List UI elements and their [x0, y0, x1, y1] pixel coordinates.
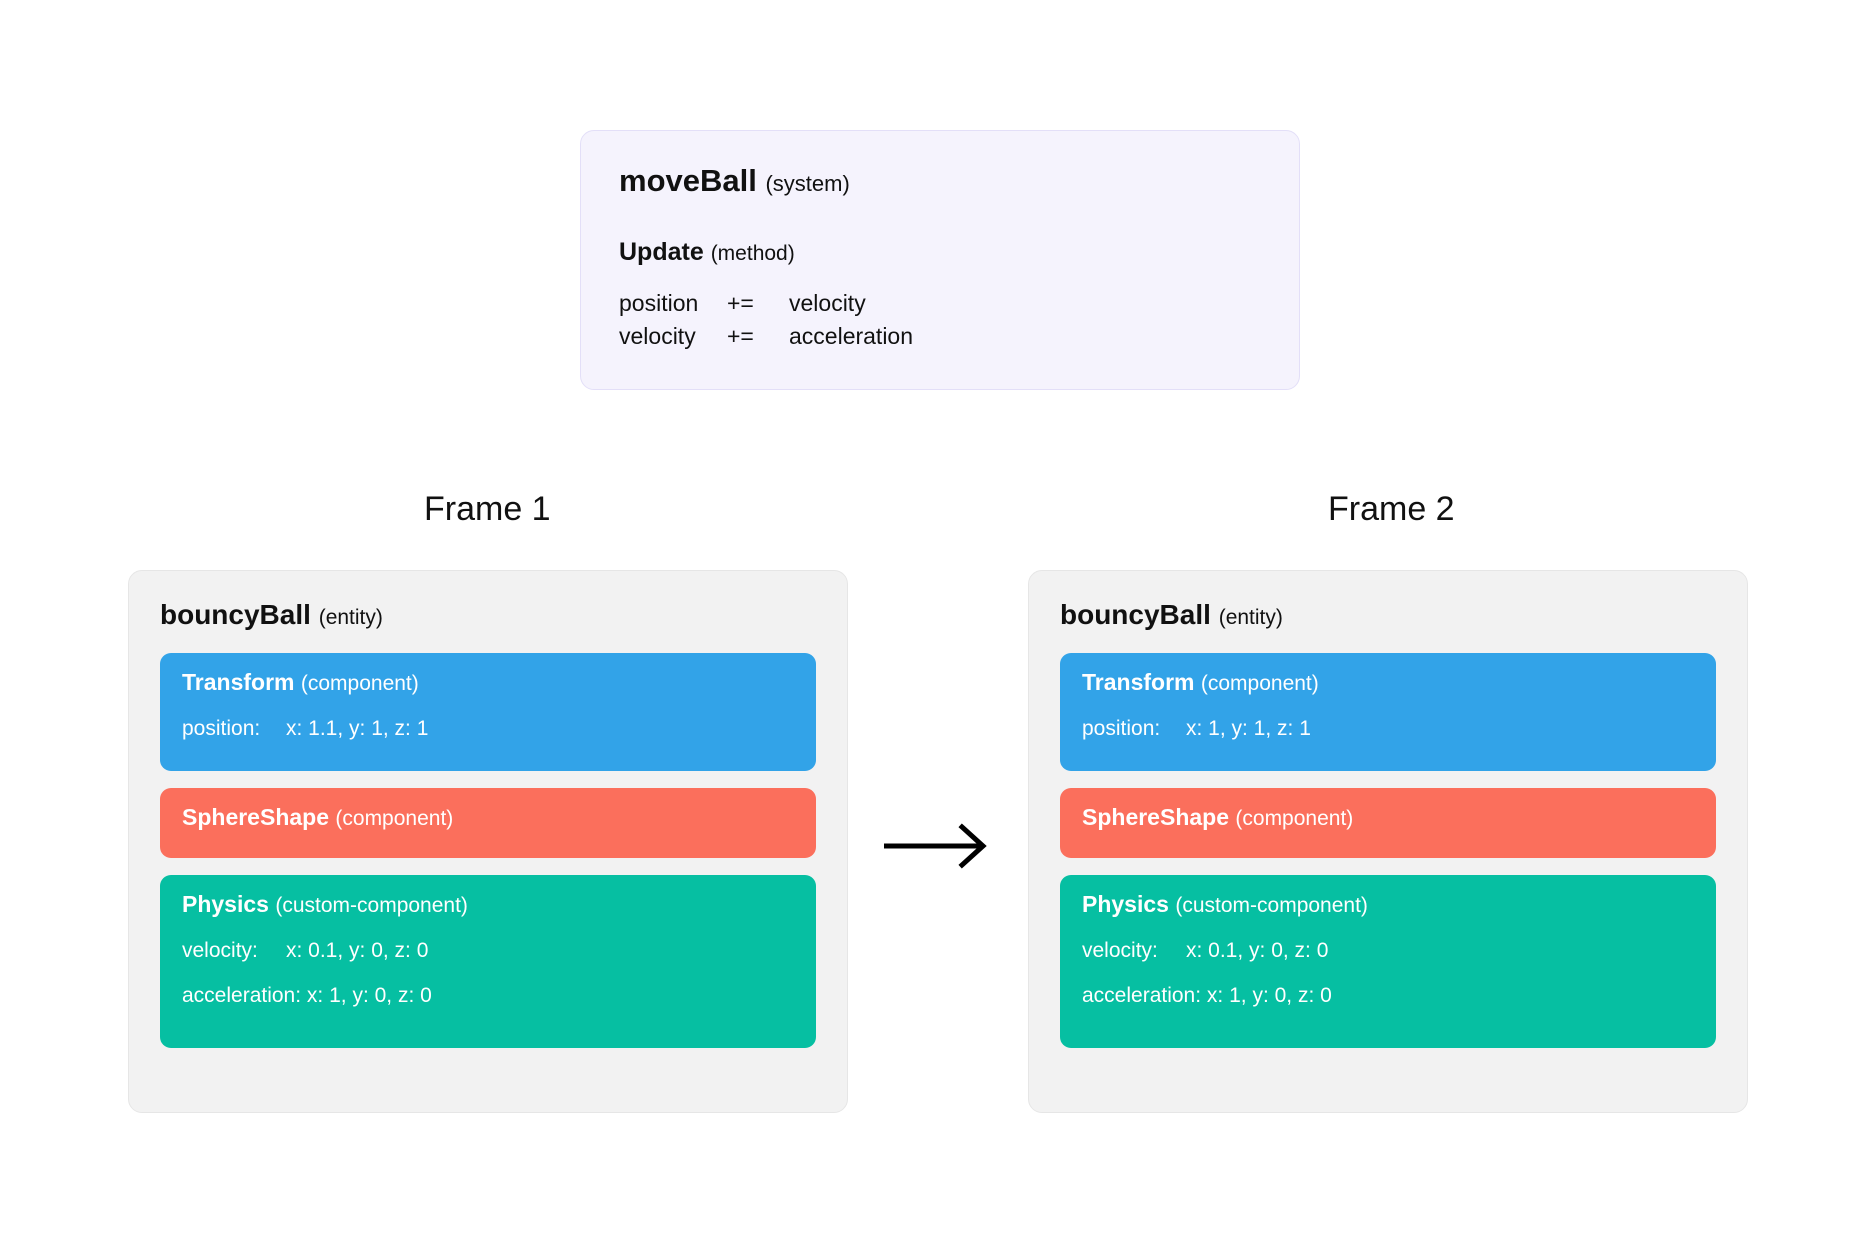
- component-name: Transform: [182, 669, 295, 695]
- field-label: velocity:: [1082, 939, 1158, 962]
- component-title: Transform (component): [1082, 669, 1694, 695]
- component-physics: Physics (custom-component) velocity: x: 0…: [160, 875, 816, 1048]
- entity-name: bouncyBall: [160, 599, 311, 630]
- component-kind: (component): [300, 672, 419, 695]
- method-body: position += velocity velocity += acceler…: [619, 289, 1261, 351]
- operation-lhs: velocity: [619, 323, 696, 349]
- component-kind: (component): [335, 807, 454, 830]
- component-kind: (custom-component): [275, 894, 468, 917]
- operation-lhs: position: [619, 290, 699, 316]
- component-physics: Physics (custom-component) velocity: x: 0…: [1060, 875, 1716, 1048]
- system-kind: (system): [765, 171, 850, 196]
- component-name: Physics: [1082, 891, 1169, 917]
- field-value: x: 1, y: 1, z: 1: [1186, 717, 1311, 740]
- field-value: x: 1, y: 0, z: 0: [1206, 984, 1332, 1007]
- field-label: position:: [1082, 717, 1161, 740]
- field-label: acceleration:: [1082, 984, 1202, 1007]
- field-label: acceleration:: [182, 984, 302, 1007]
- system-name: moveBall: [619, 163, 757, 198]
- component-name: Transform: [1082, 669, 1195, 695]
- field-value: x: 1, y: 0, z: 0: [306, 984, 432, 1007]
- entity-name: bouncyBall: [1060, 599, 1211, 630]
- operation-operator: +=: [727, 323, 754, 349]
- entity-card-frame1: bouncyBall (entity) Transform (component…: [128, 570, 848, 1113]
- component-transform: Transform (component) position: x: 1.1, y…: [160, 653, 816, 771]
- operation-rhs: velocity: [789, 290, 866, 316]
- arrow-right-icon: [884, 823, 987, 869]
- component-title: SphereShape (component): [1082, 804, 1694, 830]
- component-field-position: position: x: 1, y: 1, z: 1: [1082, 718, 1694, 739]
- method-name: Update: [619, 238, 704, 266]
- component-title: Physics (custom-component): [182, 891, 794, 917]
- component-name: SphereShape: [182, 804, 329, 830]
- entity-title: bouncyBall (entity): [160, 601, 816, 629]
- field-label: velocity:: [182, 939, 258, 962]
- entity-kind: (entity): [1218, 606, 1283, 629]
- operation-rhs: acceleration: [789, 323, 914, 349]
- component-field-position: position: x: 1.1, y: 1, z: 1: [182, 718, 794, 739]
- system-panel: moveBall (system) Update (method) positi…: [580, 130, 1300, 390]
- component-sphereshape: SphereShape (component): [1060, 788, 1716, 858]
- entity-title: bouncyBall (entity): [1060, 601, 1716, 629]
- entity-card-frame2: bouncyBall (entity) Transform (component…: [1028, 570, 1748, 1113]
- component-transform: Transform (component) position: x: 1, y: …: [1060, 653, 1716, 771]
- entity-kind: (entity): [318, 606, 383, 629]
- component-field-acceleration: acceleration: x: 1, y: 0, z: 0: [1082, 985, 1694, 1006]
- component-title: Transform (component): [182, 669, 794, 695]
- component-field-velocity: velocity: x: 0.1, y: 0, z: 0: [182, 940, 794, 961]
- component-name: Physics: [182, 891, 269, 917]
- component-sphereshape: SphereShape (component): [160, 788, 816, 858]
- component-name: SphereShape: [1082, 804, 1229, 830]
- component-field-acceleration: acceleration: x: 1, y: 0, z: 0: [182, 985, 794, 1006]
- field-value: x: 0.1, y: 0, z: 0: [286, 939, 429, 962]
- component-kind: (component): [1235, 807, 1354, 830]
- frame-label-2: Frame 2: [1328, 490, 1455, 528]
- field-value: x: 0.1, y: 0, z: 0: [1186, 939, 1329, 962]
- method-kind: (method): [710, 242, 795, 265]
- system-title: moveBall (system): [619, 165, 1261, 196]
- method-title: Update (method): [619, 240, 1261, 265]
- operation-operator: +=: [727, 290, 754, 316]
- component-kind: (custom-component): [1175, 894, 1368, 917]
- frame-label-1: Frame 1: [424, 490, 551, 528]
- field-label: position:: [182, 717, 261, 740]
- component-field-velocity: velocity: x: 0.1, y: 0, z: 0: [1082, 940, 1694, 961]
- component-title: SphereShape (component): [182, 804, 794, 830]
- component-kind: (component): [1200, 672, 1319, 695]
- component-title: Physics (custom-component): [1082, 891, 1694, 917]
- field-value: x: 1.1, y: 1, z: 1: [286, 717, 429, 740]
